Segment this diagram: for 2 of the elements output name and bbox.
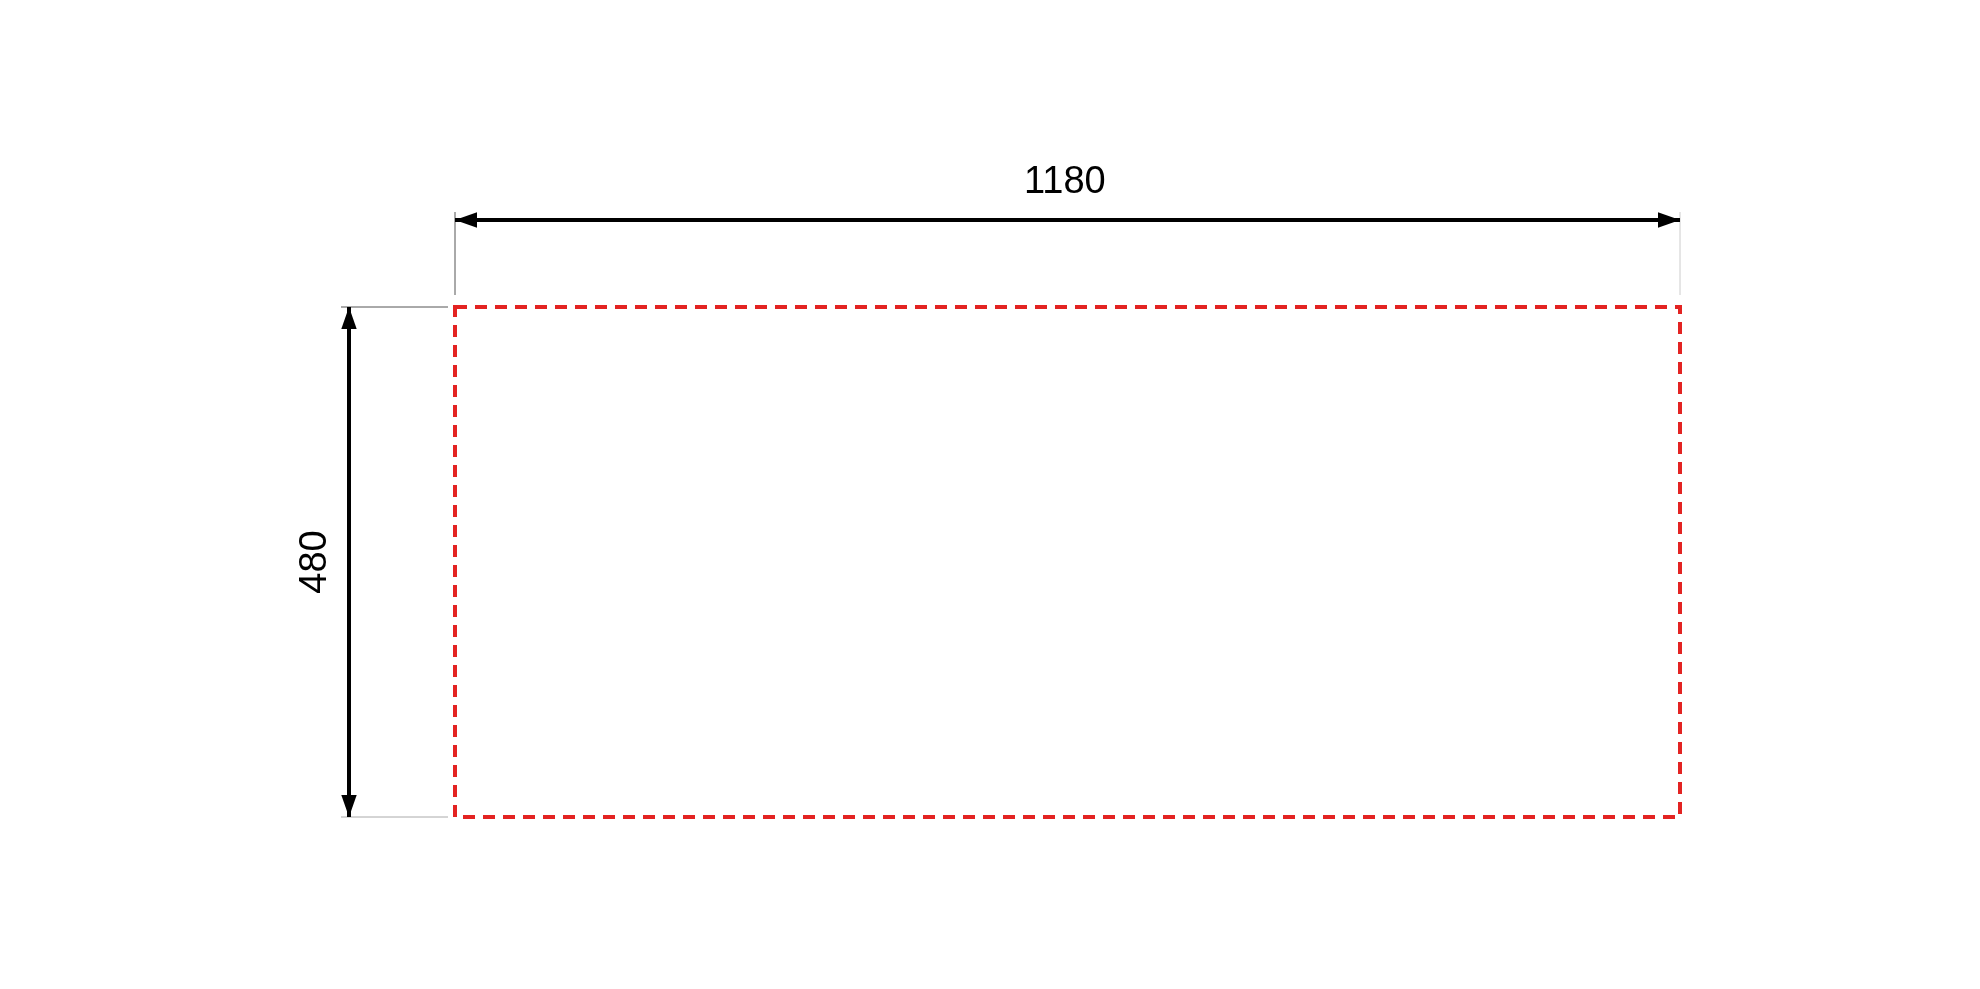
- dimension-label: 1180: [1024, 161, 1106, 199]
- dimension-label: 480: [293, 530, 332, 594]
